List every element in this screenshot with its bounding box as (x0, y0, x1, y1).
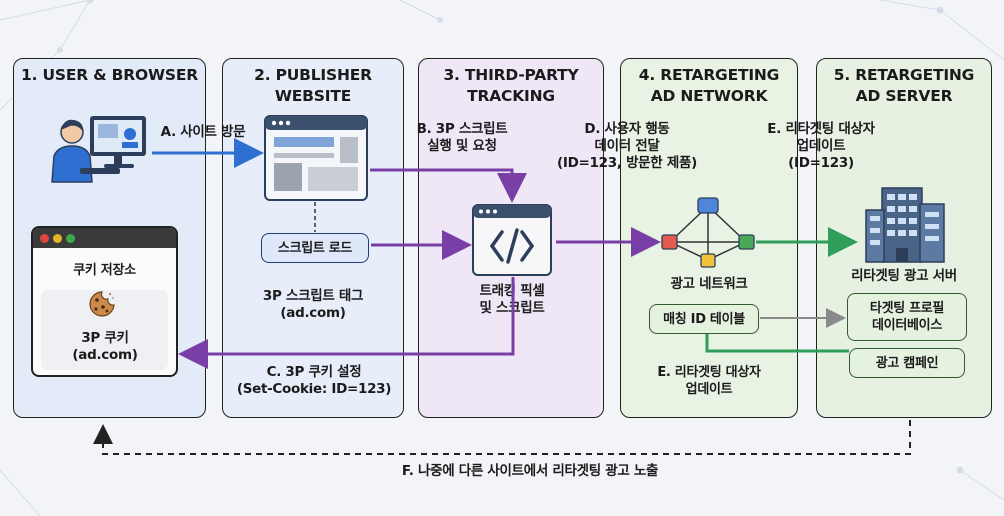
targeting-profile-db-box: 타겟팅 프로필 데이터베이스 (847, 293, 967, 341)
maximize-dot-icon (66, 234, 75, 243)
arrow-b-label: B. 3P 스크립트 실행 및 요청 (416, 121, 508, 154)
building-icon (865, 187, 945, 263)
matching-id-table-box: 매칭 ID 테이블 (649, 304, 759, 334)
network-nodes-icon (661, 197, 755, 268)
minimize-dot-icon (53, 234, 62, 243)
script-tag-label: 3P 스크립트 태그 (ad.com) (262, 288, 364, 321)
close-dot-icon (40, 234, 49, 243)
ad-server-label: 리타겟팅 광고 서버 (851, 268, 957, 284)
column-title: 1. USER & BROWSER (21, 66, 198, 84)
column-title: 3. THIRD-PARTY TRACKING (443, 66, 579, 105)
cookie-label: 3P 쿠키 (ad.com) (72, 330, 138, 363)
column-title: 5. RETARGETING AD SERVER (833, 66, 975, 105)
cookie-icon (89, 291, 115, 317)
code-window-icon (472, 204, 552, 276)
tracking-pixel-label: 트래킹 픽셀 및 스크립트 (479, 283, 545, 316)
webpage-icon (264, 115, 368, 201)
arrow-a-label: A. 사이트 방문 (160, 124, 246, 140)
user-at-computer-icon (51, 116, 146, 183)
arrow-e-label: E. 리타겟팅 대상자 업데이트 (ID=123) (767, 121, 875, 171)
connector-line (314, 202, 316, 232)
column-title: 4. RETARGETING AD NETWORK (638, 66, 780, 105)
cookie-store-label: 쿠키 저장소 (73, 263, 136, 278)
ad-network-label: 광고 네트워크 (670, 276, 748, 292)
arrow-c-label: C. 3P 쿠키 설정 (Set-Cookie: ID=123) (236, 364, 392, 397)
retarget-update-label: E. 리타겟팅 대상자 업데이트 (657, 365, 761, 397)
arrow-d-label: D. 사용자 행동 데이터 전달 (ID=123, 방문한 제품) (557, 121, 697, 171)
script-load-box: 스크립트 로드 (261, 233, 369, 263)
ad-campaign-box: 광고 캠페인 (849, 348, 965, 378)
column-title: 2. PUBLISHER WEBSITE (254, 66, 372, 105)
browser-title-bar (33, 228, 176, 248)
arrow-f-label: F. 나중에 다른 사이트에서 리타겟팅 광고 노출 (330, 463, 730, 480)
